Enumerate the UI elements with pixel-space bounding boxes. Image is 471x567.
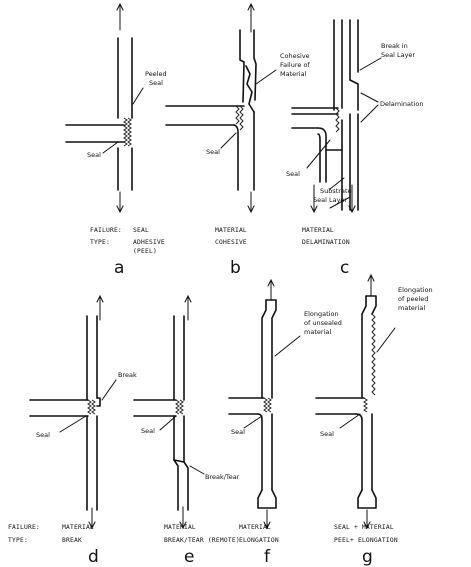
bottom-type-label: TYPE:	[8, 537, 28, 544]
panel-a-peeled-label: Peeled	[145, 70, 167, 78]
panel-d-drawing	[29, 294, 117, 530]
panel-e-letter: e	[184, 547, 194, 567]
panel-f-seal-label: Seal	[231, 428, 245, 436]
d-failure-value: MATERIAL	[62, 524, 94, 531]
b-type-value: COHESIVE	[215, 239, 247, 246]
panel-c-seal-layer-label: Seal Layer	[381, 51, 415, 59]
panel-f-material-label: material	[304, 328, 331, 336]
panel-a-seal-label-2: Seal	[87, 151, 101, 159]
a-failure-value: SEAL	[133, 227, 149, 234]
c-type-value: DELAMINATION	[302, 239, 350, 246]
panel-c-seal-label: Seal	[286, 170, 300, 178]
panel-c-break-in-label: Break in	[381, 42, 408, 50]
panel-b-cohesive-label: Cohesive	[280, 52, 310, 60]
panel-e-break-tear-label: Break/Tear	[205, 473, 240, 481]
f-type-value: ELONGATION	[239, 537, 279, 544]
panel-f-elongation-label: Elongation	[304, 310, 339, 318]
d-type-value: BREAK	[62, 537, 82, 544]
b-failure-value: MATERIAL	[215, 227, 247, 234]
panel-g-peeled-label: of peeled	[398, 295, 428, 303]
panel-g-letter: g	[362, 547, 373, 567]
panel-b-seal-label: Seal	[206, 148, 220, 156]
panel-d-letter: d	[88, 547, 99, 567]
panel-g-seal-label: Seal	[320, 430, 334, 438]
top-failure-label: FAILURE:	[90, 227, 122, 234]
panel-d-break-label: Break	[118, 371, 137, 379]
panel-c-delamination-label: Delamination	[380, 100, 424, 108]
panel-c-seal-layer-label-2: Seal Layer	[313, 196, 347, 204]
panel-b-drawing	[165, 2, 277, 214]
a-type-value-2: (PEEL)	[133, 248, 157, 255]
panel-c-drawing	[291, 19, 382, 214]
bottom-failure-label: FAILURE:	[8, 524, 40, 531]
panel-c-substrate-label: Substrate	[320, 187, 352, 195]
panel-b-letter: b	[230, 258, 241, 278]
panel-f-letter: f	[264, 547, 271, 567]
c-failure-value: MATERIAL	[302, 227, 334, 234]
panel-b-failure-of-label: Failure of	[280, 61, 310, 69]
panel-a-letter: a	[114, 258, 124, 278]
panel-g-material-label: material	[398, 304, 425, 312]
e-type-value: BREAK/TEAR (REMOTE)	[164, 537, 240, 544]
panel-a-seal-label-1: Seal	[149, 79, 163, 87]
a-type-value-1: ADHESIVE	[133, 239, 165, 246]
panel-d-seal-label: Seal	[36, 431, 50, 439]
panel-g-drawing	[315, 273, 396, 530]
panel-f-drawing	[228, 278, 301, 530]
panel-a-drawing	[65, 2, 144, 214]
top-type-label: TYPE:	[90, 239, 110, 246]
e-failure-value: MATERIAL	[164, 524, 196, 531]
panel-e-seal-label: Seal	[141, 427, 155, 435]
panel-f-unsealed-label: of unsealed	[304, 319, 342, 327]
g-type-value: PEEL+ ELONGATION	[334, 537, 398, 544]
panel-b-material-label: Material	[280, 70, 307, 78]
panel-c-letter: c	[340, 258, 349, 278]
panel-g-elongation-label: Elongation	[398, 286, 433, 294]
panel-e-drawing	[133, 294, 205, 530]
f-failure-value: MATERIAL	[239, 524, 271, 531]
g-failure-value: SEAL + MATERIAL	[334, 524, 394, 531]
